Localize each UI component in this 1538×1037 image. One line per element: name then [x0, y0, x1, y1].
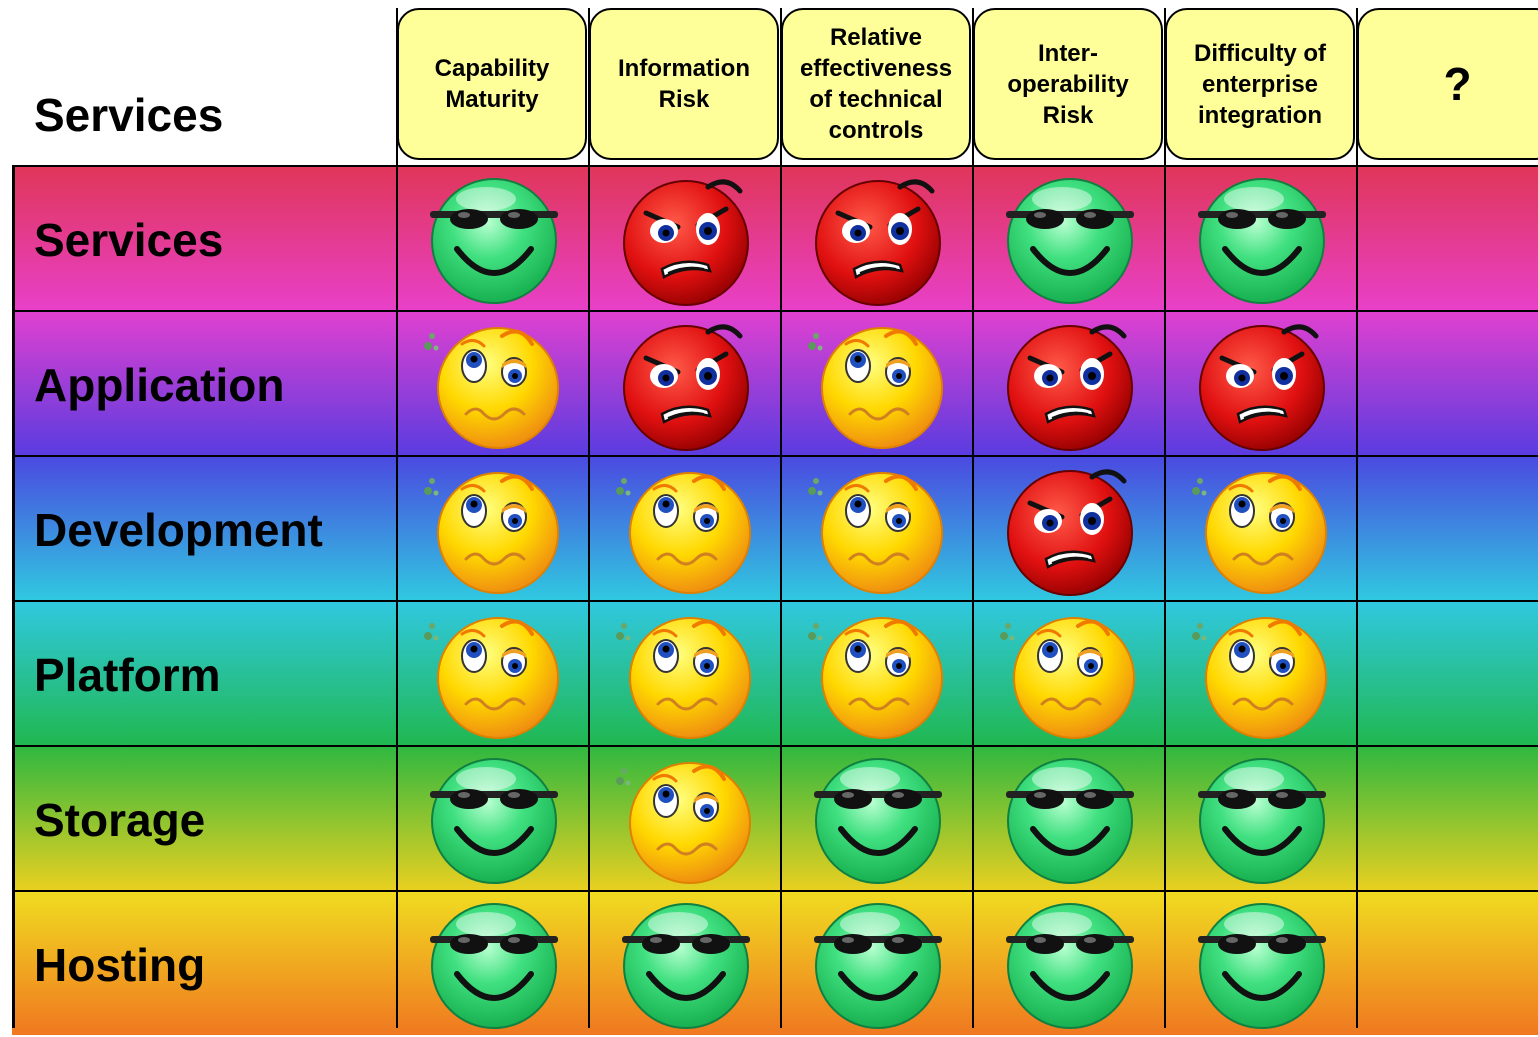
- row-label: Development: [34, 503, 323, 556]
- column-divider: [1164, 8, 1166, 1028]
- matrix-row: Services: [12, 165, 1538, 310]
- angry-face-icon: [1192, 314, 1332, 454]
- column-divider: [588, 8, 590, 1028]
- worried-face-icon: [424, 314, 564, 454]
- matrix-row: Development: [12, 455, 1538, 600]
- row-label: Platform: [34, 648, 221, 701]
- matrix-row: Hosting: [12, 890, 1538, 1035]
- smiley-sunglasses-icon: [616, 894, 756, 1034]
- column-divider: [780, 8, 782, 1028]
- worried-face-icon: [1000, 604, 1140, 744]
- smiley-sunglasses-icon: [424, 894, 564, 1034]
- smiley-sunglasses-icon: [1000, 169, 1140, 309]
- row-label: Application: [34, 358, 285, 411]
- row-label: Hosting: [34, 938, 206, 991]
- column-divider: [1356, 8, 1358, 1028]
- column-header-6: ?: [1357, 8, 1538, 160]
- worried-face-icon: [616, 749, 756, 889]
- column-header-4: Inter- operability Risk: [973, 8, 1163, 160]
- worried-face-icon: [808, 459, 948, 599]
- worried-face-icon: [1192, 459, 1332, 599]
- column-divider: [972, 8, 974, 1028]
- column-header-2: Information Risk: [589, 8, 779, 160]
- risk-matrix: Services: [12, 165, 1538, 1035]
- matrix-left-border: [12, 165, 15, 1028]
- row-label: Services: [34, 213, 224, 266]
- angry-face-icon: [1000, 459, 1140, 599]
- smiley-sunglasses-icon: [1192, 169, 1332, 309]
- worried-face-icon: [808, 314, 948, 454]
- smiley-sunglasses-icon: [1192, 894, 1332, 1034]
- smiley-sunglasses-icon: [1000, 749, 1140, 889]
- smiley-sunglasses-icon: [1000, 894, 1140, 1034]
- worried-face-icon: [1192, 604, 1332, 744]
- column-divider: [396, 8, 398, 1028]
- row-label: Storage: [34, 793, 206, 846]
- smiley-sunglasses-icon: [808, 894, 948, 1034]
- angry-face-icon: [808, 169, 948, 309]
- smiley-sunglasses-icon: [424, 749, 564, 889]
- worried-face-icon: [424, 459, 564, 599]
- smiley-sunglasses-icon: [424, 169, 564, 309]
- column-header-1: Capability Maturity: [397, 8, 587, 160]
- corner-title: Services: [34, 89, 224, 141]
- matrix-row: Platform: [12, 600, 1538, 745]
- worried-face-icon: [616, 459, 756, 599]
- matrix-row: Storage: [12, 745, 1538, 890]
- matrix-row: Application: [12, 310, 1538, 455]
- column-header-5: Difficulty of enterprise integration: [1165, 8, 1355, 160]
- angry-face-icon: [1000, 314, 1140, 454]
- worried-face-icon: [616, 604, 756, 744]
- angry-face-icon: [616, 314, 756, 454]
- worried-face-icon: [424, 604, 564, 744]
- smiley-sunglasses-icon: [1192, 749, 1332, 889]
- angry-face-icon: [616, 169, 756, 309]
- smiley-sunglasses-icon: [808, 749, 948, 889]
- worried-face-icon: [808, 604, 948, 744]
- column-header-3: Relative effectiveness of technical cont…: [781, 8, 971, 160]
